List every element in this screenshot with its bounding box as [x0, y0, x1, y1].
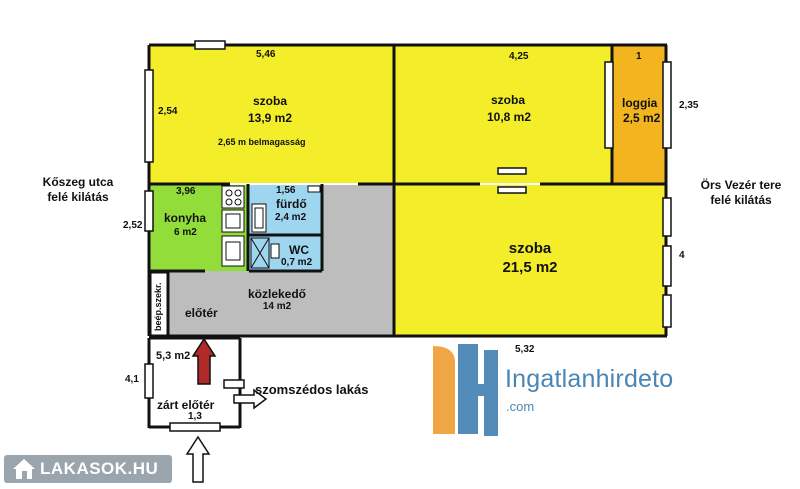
- dim-top-left: 5,46: [256, 49, 276, 60]
- kitchen-area: 6 m2: [174, 227, 197, 238]
- site-badge[interactable]: LAKASOK.HU: [4, 455, 172, 483]
- entrance-arrow: [191, 337, 217, 385]
- dim-left-room1: 2,54: [158, 106, 178, 117]
- hallway-name: közlekedő: [247, 287, 307, 301]
- kitchen-appliances: [221, 185, 245, 267]
- hallway-upper-fill: [323, 185, 393, 271]
- dim-top-right: 1: [636, 51, 642, 62]
- room2-name: szoba: [490, 93, 525, 107]
- bathroom-name: fürdő: [276, 197, 307, 211]
- room3-name: szoba: [508, 240, 552, 257]
- closed-vestibule-area: 5,3 m2: [156, 350, 191, 362]
- bath-fixtures: [251, 185, 321, 233]
- bathroom-area: 2,4 m2: [275, 212, 307, 223]
- outside-entrance-arrow: [185, 435, 211, 483]
- neighbour-arrow: [233, 388, 268, 410]
- room2-area: 10,8 m2: [486, 110, 532, 124]
- home-icon: [13, 459, 35, 479]
- dim-bottom-big: 5,32: [515, 344, 535, 355]
- site-badge-text: LAKASOK.HU: [40, 459, 159, 478]
- entry-hall-name: előtér: [185, 306, 218, 320]
- view-left-line2: felé kilátás: [47, 190, 109, 204]
- dim-vestibule-width: 1,3: [188, 411, 202, 422]
- loggia-area: 2,5 m2: [623, 111, 661, 125]
- dim-bath-width: 1,56: [276, 185, 296, 196]
- watermark-brand: Ingatlanhirdeto: [505, 365, 674, 393]
- room1-area: 13,9 m2: [247, 111, 293, 125]
- closed-vestibule-name: zárt előtér: [157, 398, 215, 412]
- wc-fill: [249, 236, 321, 271]
- dim-kitchen-width: 3,96: [176, 186, 196, 197]
- dim-kitchen-height: 2,52: [123, 220, 143, 231]
- hallway-area: 14 m2: [262, 301, 292, 312]
- closet-box: [150, 272, 168, 336]
- dim-top-mid: 4,25: [509, 51, 529, 62]
- wc-area: 0,7 m2: [281, 257, 313, 268]
- hallway-fill: [150, 271, 393, 335]
- view-left-line1: Kőszeg utca: [42, 175, 114, 189]
- dim-vestibule-height: 4,1: [125, 374, 139, 385]
- room3-area: 21,5 m2: [502, 259, 558, 276]
- windows: [144, 40, 672, 432]
- loggia-fill: [613, 46, 665, 183]
- view-right-line2: felé kilátás: [710, 193, 772, 207]
- room-szoba-3-fill: [395, 185, 665, 335]
- watermark-logo: [433, 344, 498, 436]
- kitchen-name: konyha: [164, 211, 207, 225]
- ceiling-height-note: 2,65 m belmagasság: [218, 137, 306, 147]
- room-szoba-2-fill: [395, 46, 611, 183]
- closet-label: beép.szekr.: [153, 282, 163, 331]
- neighbour-flat-label: szomszédos lakás: [255, 382, 369, 397]
- view-right-line1: Örs Vezér tere: [700, 178, 782, 192]
- dim-right-loggia: 2,35: [679, 100, 699, 111]
- watermark-domain: .com: [506, 399, 535, 414]
- wc-shaft: [250, 237, 280, 269]
- room-szoba-1-fill: [150, 46, 393, 183]
- dim-right-big: 4: [679, 250, 685, 261]
- wc-name: WC: [289, 243, 309, 257]
- room1-name: szoba: [252, 94, 287, 108]
- loggia-name: loggia: [622, 96, 658, 110]
